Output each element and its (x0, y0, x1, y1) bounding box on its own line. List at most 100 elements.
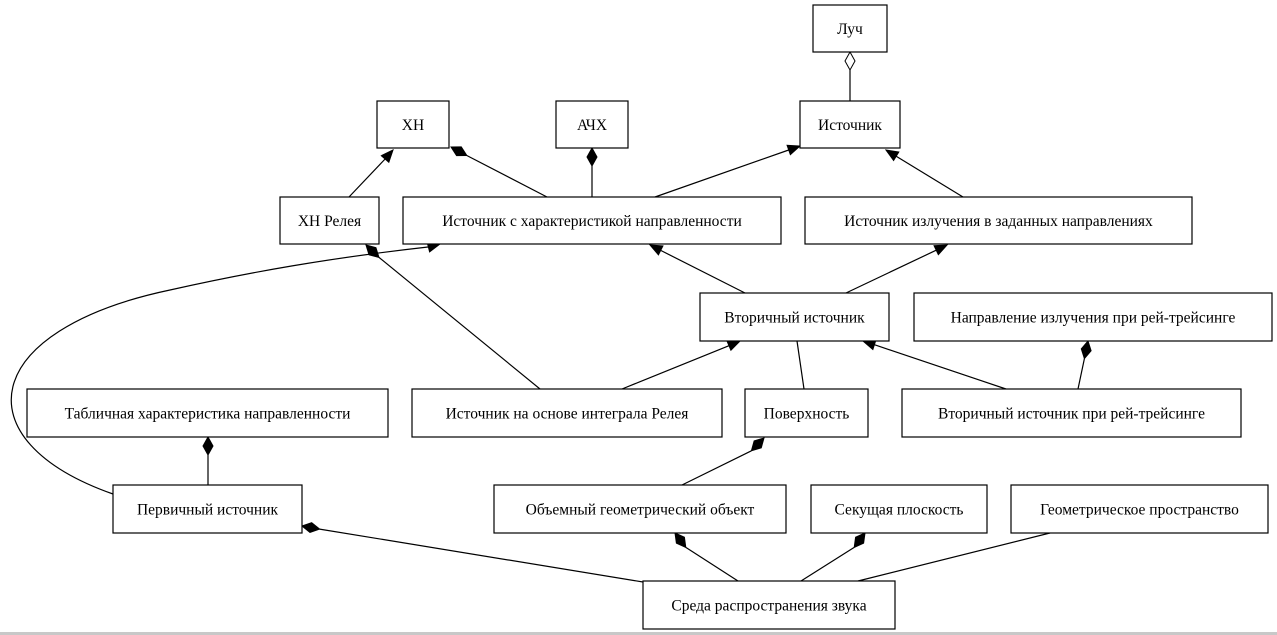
filled-diamond-icon (1080, 339, 1092, 360)
edge-line (800, 546, 855, 582)
filled-diamond-icon (300, 522, 321, 533)
class-node-obem-obj[interactable]: Объемный геометрический объект (493, 484, 787, 534)
arrowhead-icon (648, 244, 664, 256)
class-box[interactable] (26, 388, 389, 438)
class-label: Поверхность (764, 406, 850, 423)
edge-generalization (861, 339, 1007, 390)
edge-line (378, 256, 541, 390)
class-node-ist-izl[interactable]: Источник излучения в заданных направлени… (804, 196, 1193, 245)
class-box[interactable] (699, 292, 890, 342)
filled-diamond-icon (853, 532, 866, 549)
class-label: Источник с характеристикой направленност… (442, 213, 742, 230)
class-label: Табличная характеристика направленности (65, 406, 351, 423)
class-node-ist-integral[interactable]: Источник на основе интеграла Релея (411, 388, 723, 438)
edges-layer (10, 50, 1092, 583)
class-node-istochnik[interactable]: Источник (799, 100, 901, 149)
hollow-diamond-icon (844, 50, 856, 72)
class-node-achh[interactable]: АЧХ (555, 100, 629, 149)
filled-diamond-icon (586, 146, 598, 168)
class-node-sreda[interactable]: Среда распространения звука (642, 580, 896, 630)
class-box[interactable] (810, 484, 988, 534)
filled-diamond-icon (450, 146, 468, 157)
filled-diamond-icon (365, 244, 380, 259)
class-label: Вторичный источник (724, 310, 865, 327)
arrowhead-icon (726, 340, 742, 352)
class-label: Вторичный источник при рей-трейсинге (938, 406, 1205, 423)
edge-line (10, 246, 429, 495)
class-box[interactable] (411, 388, 723, 438)
edge-composition (300, 522, 644, 583)
class-label: Направление излучения при рей-трейсинге (951, 310, 1236, 327)
class-box[interactable] (804, 196, 1193, 245)
edge-association (857, 532, 1051, 582)
edge-generalization (348, 149, 394, 198)
class-box[interactable] (279, 196, 380, 245)
class-box[interactable] (1010, 484, 1269, 534)
class-box[interactable] (376, 100, 450, 149)
class-label: Луч (837, 21, 863, 38)
class-box[interactable] (402, 196, 782, 245)
class-label: Источник на основе интеграла Релея (446, 406, 689, 423)
class-node-poverhnost[interactable]: Поверхность (744, 388, 869, 438)
class-node-hn-releya[interactable]: ХН Релея (279, 196, 380, 245)
class-box[interactable] (901, 388, 1242, 438)
edge-line (654, 149, 789, 198)
edge-line (1077, 358, 1085, 390)
class-box[interactable] (812, 4, 888, 53)
edge-association (796, 340, 805, 390)
arrowhead-icon (884, 149, 900, 162)
class-node-perv-ist[interactable]: Первичный источник (112, 484, 303, 534)
class-node-luch[interactable]: Луч (812, 4, 888, 53)
edge-line (845, 249, 937, 294)
class-node-vtor-ist[interactable]: Вторичный источник (699, 292, 890, 342)
class-label: АЧХ (577, 117, 607, 134)
class-box[interactable] (493, 484, 787, 534)
class-label: ХН Релея (298, 213, 361, 230)
class-box[interactable] (642, 580, 896, 630)
edge-line (874, 344, 1007, 390)
class-label: Источник (818, 117, 882, 134)
edge-composition (681, 437, 765, 486)
edge-composition (674, 532, 739, 582)
edge-line (348, 158, 386, 198)
filled-diamond-icon (674, 532, 687, 549)
edge-composition (1077, 339, 1092, 390)
edge-line (857, 532, 1051, 582)
class-label: Первичный источник (137, 502, 279, 519)
edge-generalization (10, 241, 442, 495)
class-node-hn[interactable]: ХН (376, 100, 450, 149)
edge-aggregation (844, 50, 856, 101)
class-label: Геометрическое пространство (1040, 502, 1239, 519)
edge-line (796, 340, 805, 390)
class-label: Среда распространения звука (671, 598, 866, 615)
class-box[interactable] (799, 100, 901, 149)
class-node-sek-plosk[interactable]: Секущая плоскость (810, 484, 988, 534)
class-box[interactable] (744, 388, 869, 438)
edge-line (621, 345, 730, 390)
class-label: Объемный геометрический объект (526, 502, 755, 519)
edge-line (466, 154, 548, 198)
edge-generalization (648, 244, 746, 294)
filled-diamond-icon (750, 437, 765, 452)
class-box[interactable] (555, 100, 629, 149)
edge-generalization (845, 244, 949, 294)
class-node-ist-s-har[interactable]: Источник с характеристикой направленност… (402, 196, 782, 245)
class-node-geom-prostr[interactable]: Геометрическое пространство (1010, 484, 1269, 534)
class-node-vtor-ist-rt[interactable]: Вторичный источник при рей-трейсинге (901, 388, 1242, 438)
edge-generalization (654, 144, 802, 198)
edge-line (681, 450, 752, 486)
edge-line (660, 249, 746, 294)
bottom-divider (0, 632, 1277, 635)
class-box[interactable] (112, 484, 303, 534)
class-node-tabl-har[interactable]: Табличная характеристика направленности (26, 388, 389, 438)
class-label: Источник излучения в заданных направлени… (844, 213, 1153, 230)
filled-diamond-icon (202, 435, 214, 457)
edge-composition (586, 146, 598, 197)
class-label: Секущая плоскость (835, 502, 964, 519)
class-node-napr-izl[interactable]: Направление излучения при рей-трейсинге (913, 292, 1273, 342)
class-box[interactable] (913, 292, 1273, 342)
arrowhead-icon (380, 149, 394, 164)
edge-composition (365, 244, 541, 390)
